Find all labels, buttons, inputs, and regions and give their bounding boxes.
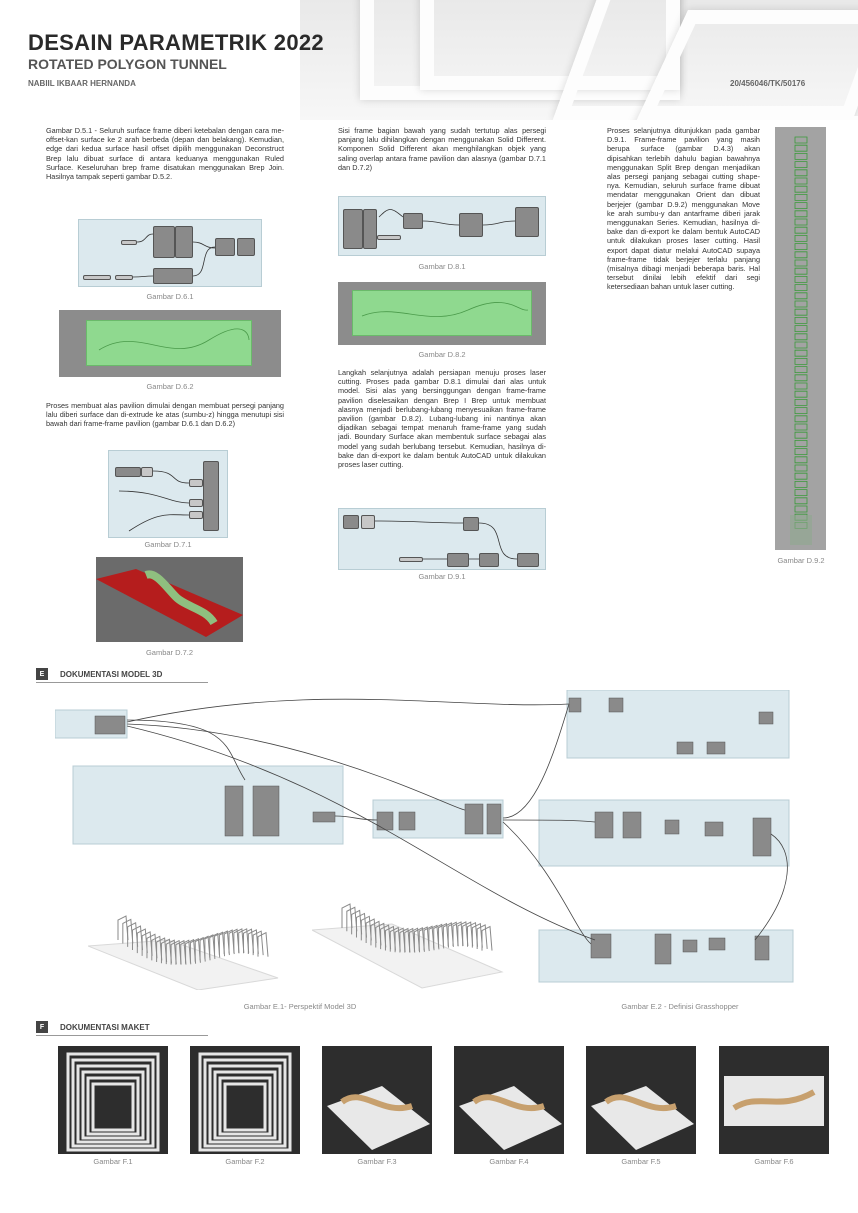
figure-d62-render <box>59 310 281 377</box>
col2-paragraph-2: Langkah selanjutnya adalah persiapan men… <box>338 368 546 470</box>
section-e-divider <box>36 682 208 683</box>
caption-f6: Gambar F.6 <box>754 1157 794 1166</box>
col3-paragraph-1: Proses selanjutnya ditunjukkan pada gamb… <box>607 126 760 292</box>
figure-d82-render <box>338 282 546 345</box>
caption-d71: Gambar D.7.1 <box>144 540 192 549</box>
section-f-badge: F <box>36 1021 48 1033</box>
maket-photo-4 <box>454 1046 564 1154</box>
maket-photo-2 <box>190 1046 300 1154</box>
caption-d82: Gambar D.8.2 <box>418 350 466 359</box>
caption-f4: Gambar F.4 <box>489 1157 529 1166</box>
figure-d72-render <box>96 557 243 642</box>
section-f-divider <box>36 1035 208 1036</box>
caption-d92: Gambar D.9.2 <box>777 556 825 565</box>
maket-photo-5 <box>586 1046 696 1154</box>
caption-d61: Gambar D.6.1 <box>146 292 194 301</box>
figure-d91-grasshopper <box>338 508 546 570</box>
figure-d81-grasshopper <box>338 196 546 256</box>
col2-paragraph-1: Sisi frame bagian bawah yang sudah tertu… <box>338 126 546 172</box>
caption-d72: Gambar D.7.2 <box>145 648 194 657</box>
figure-e1-model-perspective-1 <box>88 915 279 990</box>
caption-f2: Gambar F.2 <box>225 1157 265 1166</box>
page-subtitle: ROTATED POLYGON TUNNEL <box>28 56 227 72</box>
figure-d92-laser-layout <box>775 127 826 550</box>
header-background-image <box>300 0 858 120</box>
col1-paragraph-2: Proses membuat alas pavilion dimulai den… <box>46 401 284 429</box>
caption-d91: Gambar D.9.1 <box>418 572 466 581</box>
maket-photo-3 <box>322 1046 432 1154</box>
figure-e2-grasshopper-definition <box>55 690 794 983</box>
caption-d62: Gambar D.6.2 <box>146 382 194 391</box>
student-id: 20/456046/TK/50176 <box>730 79 806 88</box>
col1-paragraph-1: Gambar D.5.1 - Seluruh surface frame dib… <box>46 126 284 182</box>
section-f-title: DOKUMENTASI MAKET <box>60 1023 150 1032</box>
section-e-badge: E <box>36 668 48 680</box>
caption-e1: Gambar E.1- Perspektif Model 3D <box>243 1002 357 1011</box>
maket-photo-6 <box>719 1046 829 1154</box>
section-e-title: DOKUMENTASI MODEL 3D <box>60 670 163 679</box>
caption-e2: Gambar E.2 - Definisi Grasshopper <box>621 1002 739 1011</box>
figure-d71-grasshopper <box>108 450 228 538</box>
page-title: DESAIN PARAMETRIK 2022 <box>28 30 324 55</box>
caption-f5: Gambar F.5 <box>621 1157 661 1166</box>
caption-d81: Gambar D.8.1 <box>418 262 466 271</box>
author-name: NABIIL IKBAAR HERNANDA <box>28 79 136 88</box>
figure-e1-model-perspective-2 <box>312 903 504 989</box>
maket-photo-1 <box>58 1046 168 1154</box>
caption-f3: Gambar F.3 <box>357 1157 397 1166</box>
figure-d61-grasshopper <box>78 219 262 287</box>
caption-f1: Gambar F.1 <box>93 1157 133 1166</box>
